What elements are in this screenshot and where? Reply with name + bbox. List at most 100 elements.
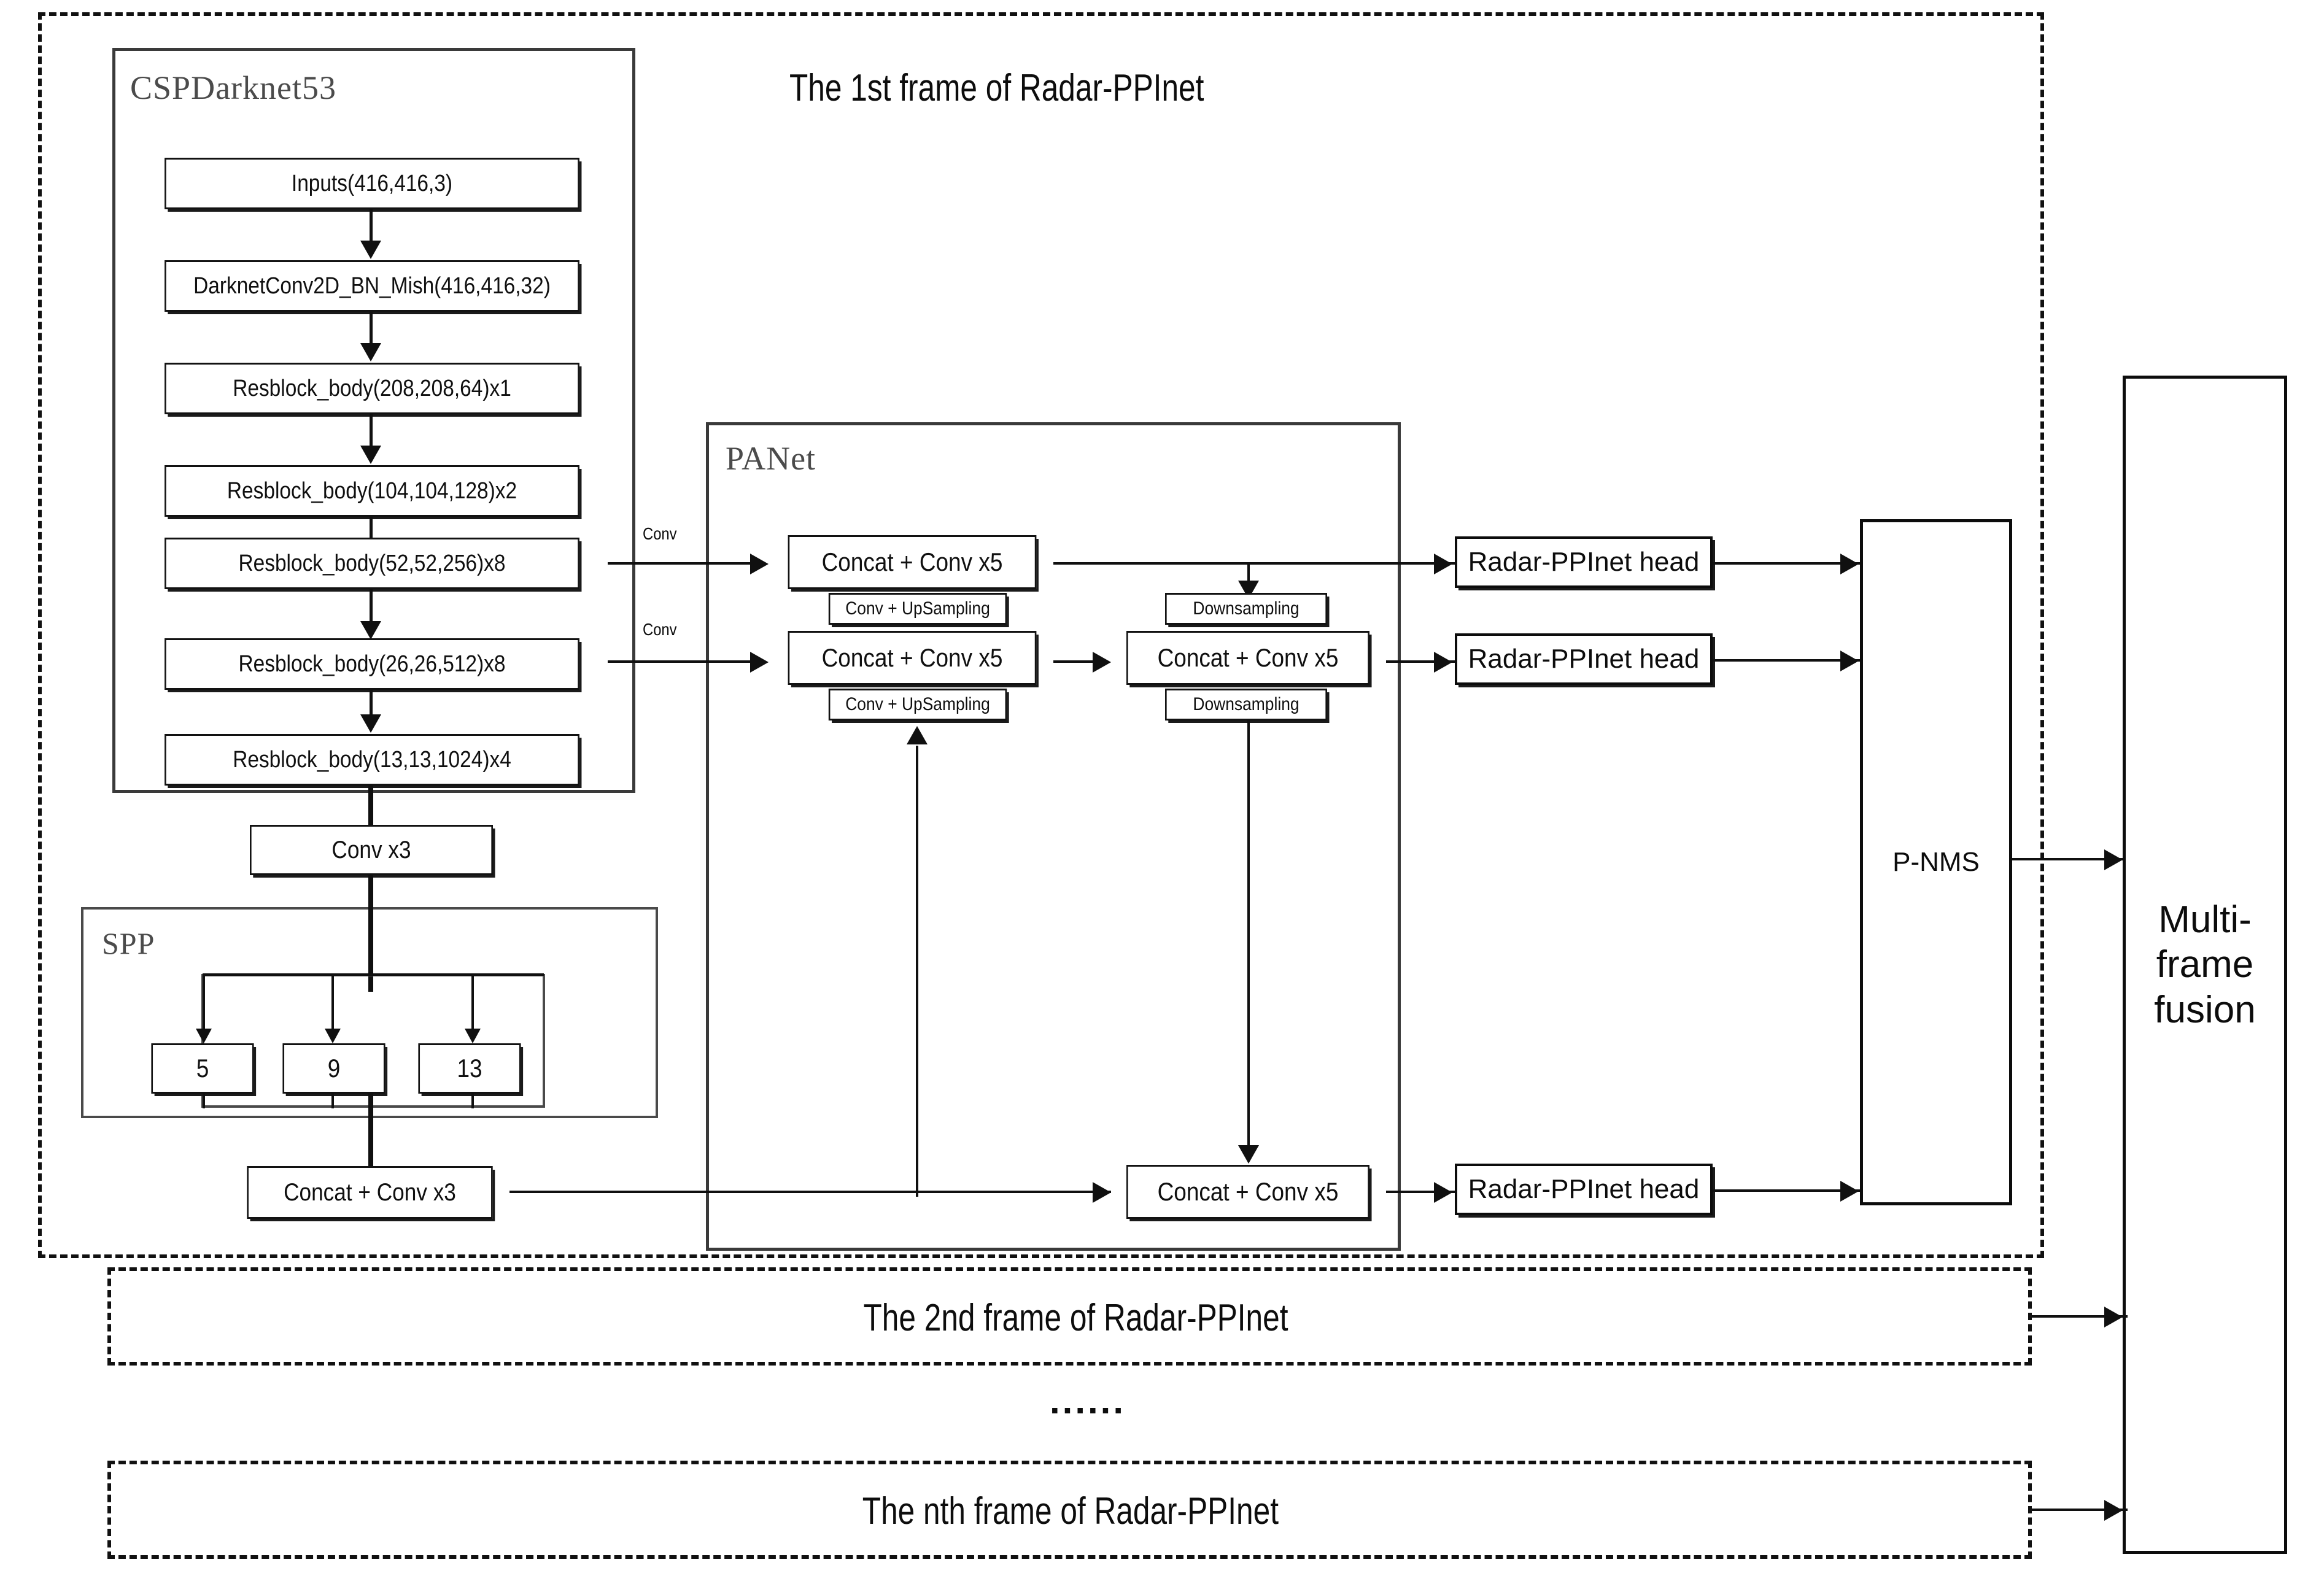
backbone-block-resblock-13[interactable]: Resblock_body(13,13,1024)x4 <box>165 734 579 786</box>
arrow-down-backbone-2 <box>360 343 381 361</box>
spp-kernel-box-13[interactable]: 13 <box>418 1043 521 1094</box>
connector-rightmid-to-head2 <box>1386 660 1455 663</box>
head-label: Radar-PPInet head <box>1468 644 1700 674</box>
head-box-1[interactable]: Radar-PPInet head <box>1455 536 1713 588</box>
fusion-label-line-1: Multi- <box>2158 898 2252 941</box>
neck-upsample-1[interactable]: Conv + UpSampling <box>828 593 1007 625</box>
backbone-block-resblock-104[interactable]: Resblock_body(104,104,128)x2 <box>165 465 579 517</box>
arrow-down-spp-13 <box>465 1029 481 1043</box>
arrow-right-fusion-3 <box>2104 1500 2123 1521</box>
connector-concat-top-to-head1 <box>1053 562 1455 565</box>
neck-concat-top[interactable]: Concat + Conv x5 <box>788 535 1037 589</box>
arrow-right-pnms-3 <box>1840 1181 1859 1202</box>
backbone-block-label: Resblock_body(208,208,64)x1 <box>233 375 511 401</box>
connector-up-to-upsample2 <box>916 746 918 1197</box>
conv-x3-box[interactable]: Conv x3 <box>250 825 493 875</box>
backbone-block-label: DarknetConv2D_BN_Mish(416,416,32) <box>193 272 551 299</box>
neck-block-label: Concat + Conv x5 <box>1157 1177 1339 1206</box>
connector-skip-52 <box>608 562 761 565</box>
backbone-block-label: Resblock_body(104,104,128)x2 <box>227 477 517 504</box>
neck-group <box>706 422 1401 1251</box>
arrow-right-concat-right-mid <box>1093 652 1111 673</box>
spp-merge-leg-9 <box>331 1094 334 1108</box>
backbone-block-label: Inputs(416,416,3) <box>291 170 453 196</box>
connector-head2-to-pnms <box>1713 659 1861 662</box>
arrow-down-spp-9 <box>325 1029 341 1043</box>
neck-upsample-2[interactable]: Conv + UpSampling <box>828 689 1007 721</box>
neck-group-label: PANet <box>726 440 816 477</box>
connector-head1-to-pnms <box>1713 562 1861 565</box>
backbone-block-darknetconv[interactable]: DarknetConv2D_BN_Mish(416,416,32) <box>165 260 579 312</box>
spp-merge-leg-13 <box>471 1094 474 1108</box>
head-box-2[interactable]: Radar-PPInet head <box>1455 633 1713 685</box>
frame-1-title: The 1st frame of Radar-PPInet <box>789 67 1204 109</box>
neck-block-label: Downsampling <box>1193 598 1300 619</box>
backbone-block-resblock-208[interactable]: Resblock_body(208,208,64)x1 <box>165 363 579 414</box>
connector-to-downsample1 <box>1247 562 1250 585</box>
head-box-3[interactable]: Radar-PPInet head <box>1455 1164 1713 1215</box>
connector-skip-26 <box>608 660 761 663</box>
arrow-down-backbone-3 <box>360 446 381 464</box>
connector-bottom-to-head3 <box>1386 1191 1455 1193</box>
fusion-box[interactable]: Multi- frame fusion <box>2123 376 2287 1554</box>
frames-ellipsis: ...... <box>1050 1380 1126 1421</box>
neck-downsample-2[interactable]: Downsampling <box>1165 689 1327 721</box>
arrow-right-pnms-2 <box>1840 651 1859 671</box>
frame-1-container <box>38 12 2044 1258</box>
connector-pnms-to-fusion <box>2012 858 2128 860</box>
arrow-right-skip-52 <box>750 554 769 574</box>
backbone-block-label: Resblock_body(13,13,1024)x4 <box>233 746 511 773</box>
fusion-label-line-2: frame <box>2156 943 2254 986</box>
arrow-down-to-bottom-concat <box>1238 1145 1259 1164</box>
spp-split-bar <box>203 973 544 976</box>
connector-backbone-to-convx3 <box>368 786 373 847</box>
arrow-right-head3 <box>1434 1182 1452 1203</box>
spp-branch-13 <box>471 973 474 1032</box>
backbone-block-resblock-52[interactable]: Resblock_body(52,52,256)x8 <box>165 538 579 589</box>
neck-block-label: Conv + UpSampling <box>845 598 990 619</box>
concat-conv-x3-box[interactable]: Concat + Conv x3 <box>247 1166 493 1219</box>
spp-kernel-box-5[interactable]: 5 <box>151 1043 254 1094</box>
arrow-up-to-upsample2 <box>907 726 928 744</box>
spp-kernel-box-9[interactable]: 9 <box>282 1043 385 1094</box>
arrow-right-bottom-concat <box>1093 1182 1111 1203</box>
pnms-label: P-NMS <box>1892 847 1980 877</box>
arrow-right-skip-26 <box>750 652 769 673</box>
head-label: Radar-PPInet head <box>1468 1174 1700 1204</box>
backbone-block-inputs[interactable]: Inputs(416,416,3) <box>165 158 579 209</box>
neck-downsample-1[interactable]: Downsampling <box>1165 593 1327 625</box>
connector-backbone-6 <box>370 690 373 719</box>
connector-backbone-1 <box>370 209 373 245</box>
spp-branch-5 <box>203 973 205 1032</box>
backbone-group <box>112 48 635 793</box>
connector-backbone-4 <box>370 517 373 552</box>
neck-concat-bottom[interactable]: Concat + Conv x5 <box>1126 1165 1369 1219</box>
arrow-right-fusion-1 <box>2104 849 2123 870</box>
spp-branch-9 <box>331 973 334 1032</box>
conv-edge-label-1: Conv <box>643 524 677 543</box>
backbone-block-label: Resblock_body(26,26,512)x8 <box>238 651 506 677</box>
connector-backbone-2 <box>370 312 373 347</box>
connector-concatmid-to-right <box>1053 660 1107 663</box>
connector-frame2-to-fusion <box>2032 1315 2128 1318</box>
conv-edge-label-2: Conv <box>643 620 677 639</box>
arrow-right-head1 <box>1434 554 1452 574</box>
frame-2-container <box>107 1267 2032 1366</box>
spp-group-label: SPP <box>102 926 155 960</box>
neck-block-label: Downsampling <box>1193 694 1300 714</box>
neck-block-label: Concat + Conv x5 <box>821 547 1003 576</box>
neck-block-label: Concat + Conv x5 <box>821 643 1003 672</box>
neck-block-label: Conv + UpSampling <box>845 694 990 714</box>
connector-framen-to-fusion <box>2032 1509 2128 1511</box>
spp-kernel-label: 13 <box>457 1054 482 1083</box>
connector-downsample2-down <box>1247 721 1250 1154</box>
pnms-box[interactable]: P-NMS <box>1860 519 2012 1205</box>
connector-head3-to-pnms <box>1713 1189 1861 1192</box>
neck-concat-right-mid[interactable]: Concat + Conv x5 <box>1126 631 1369 685</box>
arrow-down-backbone-5 <box>360 621 381 639</box>
connector-backbone-3 <box>370 414 373 450</box>
backbone-block-resblock-26[interactable]: Resblock_body(26,26,512)x8 <box>165 638 579 690</box>
arrow-right-fusion-2 <box>2104 1307 2123 1327</box>
neck-concat-mid[interactable]: Concat + Conv x5 <box>788 631 1037 685</box>
